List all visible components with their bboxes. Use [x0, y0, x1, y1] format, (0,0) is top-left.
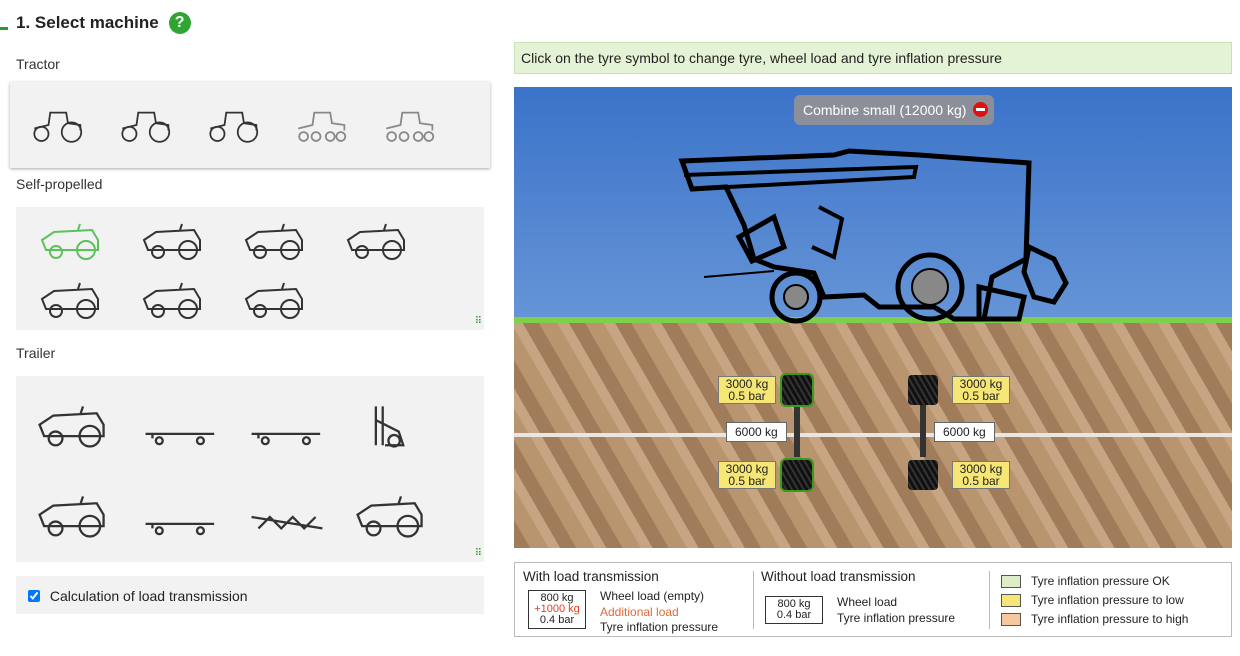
load-transmission-checkbox[interactable] [28, 590, 40, 602]
status-label: Tyre inflation pressure OK [1031, 574, 1170, 588]
sample-pressure: 0.4 bar [776, 609, 812, 621]
self-propelled-label: Self-propelled [16, 176, 103, 192]
sprayer-self-propelled-icon[interactable] [22, 273, 124, 329]
sprayer-trailer-icon[interactable] [340, 478, 446, 556]
tyre-bottom-icon[interactable] [908, 460, 938, 490]
legend-with-sample: 800 kg +1000 kg 0.4 bar [528, 590, 586, 629]
trailer-list: ⠿ [16, 376, 484, 562]
legend-additional-load: Additional load [600, 604, 679, 619]
legend-with-title: With load transmission [523, 569, 659, 584]
combine-with-header-icon[interactable] [226, 273, 328, 329]
sample-load: 800 kg [777, 598, 811, 610]
status-swatch-icon [1001, 613, 1021, 627]
legend-wheel-load: Wheel load [837, 595, 898, 609]
tyre-top-icon[interactable] [908, 375, 938, 405]
front-loader-icon[interactable] [340, 388, 446, 466]
self-propelled-list: ⠿ [16, 207, 484, 330]
legend-wheel-load-empty: Wheel load (empty) [600, 589, 705, 603]
wheel-load: 3000 kg [959, 377, 1003, 391]
tyre-pressure: 0.5 bar [728, 474, 766, 488]
axle [920, 405, 926, 457]
legend-without-title: Without load transmission [761, 569, 916, 584]
status-label: Tyre inflation pressure to low [1031, 593, 1184, 607]
help-icon[interactable]: ? [168, 12, 191, 34]
title-text: 1. Select machine [16, 13, 159, 32]
status-swatch-icon [1001, 594, 1021, 608]
sugar-beet-harvester-icon[interactable] [124, 273, 226, 329]
tractor-medium-icon[interactable] [104, 99, 192, 151]
axis-line [514, 433, 1232, 437]
legend-status-item: Tyre inflation pressure to low [1001, 591, 1188, 610]
axle [794, 405, 800, 457]
axle-load: 6000 kg [726, 422, 787, 442]
legend-pressure: Tyre inflation pressure [600, 620, 719, 634]
wheel-load: 3000 kg [959, 462, 1003, 476]
trailer-label: Trailer [16, 345, 56, 361]
combine-harvester-drawing [678, 148, 1069, 324]
load-transmission-label[interactable]: Calculation of load transmission [49, 588, 248, 604]
ground-line [514, 317, 1232, 323]
sample-pressure: 0.4 bar [539, 614, 575, 626]
legend-pressure: Tyre inflation pressure [837, 610, 956, 625]
plough-icon[interactable] [234, 478, 340, 556]
machine-label: Combine small (12000 kg) [794, 95, 995, 125]
tractor-large-icon[interactable] [192, 99, 280, 151]
status-label: Tyre inflation pressure to high [1031, 612, 1189, 626]
baler-icon[interactable] [22, 388, 128, 466]
legend: With load transmission 800 kg +1000 kg 0… [514, 562, 1232, 637]
resize-handle-icon[interactable]: ⠿ [474, 316, 482, 327]
resize-handle-icon[interactable]: ⠿ [474, 548, 482, 559]
tractor-small-icon[interactable] [16, 99, 104, 151]
legend-without-sample: 800 kg 0.4 bar [765, 596, 823, 624]
combine-medium-icon[interactable] [124, 214, 226, 270]
combine-small-icon[interactable] [22, 214, 124, 270]
tractor-label: Tractor [16, 56, 60, 72]
tyre-top-icon[interactable] [780, 373, 814, 407]
forage-harvester-icon[interactable] [328, 214, 430, 270]
wheel-load: 3000 kg [725, 377, 769, 391]
tractor-list [10, 82, 490, 168]
tyre-pressure: 0.5 bar [962, 389, 1000, 403]
machine-name: Combine small (12000 kg) [803, 102, 967, 118]
legend-status-item: Tyre inflation pressure to high [1001, 610, 1188, 629]
page-title: 1. Select machine? [0, 12, 191, 34]
tipping-trailer-icon[interactable] [128, 478, 234, 556]
remove-machine-icon[interactable] [973, 102, 989, 117]
instruction-banner: Click on the tyre symbol to change tyre,… [514, 42, 1232, 74]
tyre-pressure: 0.5 bar [962, 474, 1000, 488]
flatbed-trailer-icon[interactable] [128, 388, 234, 466]
tractor-tracked-icon[interactable] [280, 99, 368, 151]
tyre-pressure: 0.5 bar [728, 389, 766, 403]
wheel-load: 3000 kg [725, 462, 769, 476]
legend-status-item: Tyre inflation pressure OK [1001, 572, 1188, 591]
grain-cart-icon[interactable] [22, 478, 128, 556]
axle-load: 6000 kg [934, 422, 995, 442]
load-transmission-option: Calculation of load transmission [16, 576, 484, 614]
sample-load: 800 kg [540, 592, 574, 604]
sample-additional: +1000 kg [534, 603, 580, 615]
combine-large-icon[interactable] [226, 214, 328, 270]
tractor-half-track-icon[interactable] [368, 99, 456, 151]
tyre-bottom-icon[interactable] [780, 458, 814, 492]
tandem-trailer-icon[interactable] [234, 388, 340, 466]
status-swatch-icon [1001, 575, 1021, 589]
